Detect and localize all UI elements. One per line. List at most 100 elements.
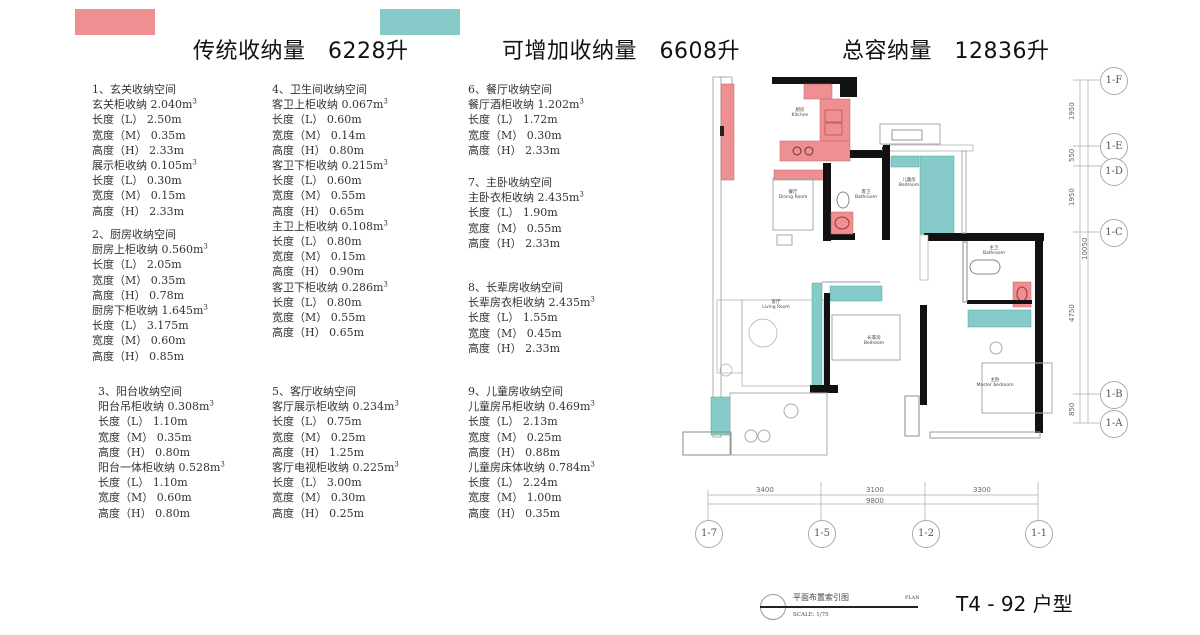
storage-item-name: 儿童房床体收纳 0.784m3 bbox=[468, 460, 595, 475]
dimension-L: 长度（L） 0.80m bbox=[272, 235, 362, 249]
dimension-M: 宽度（M） 0.15m bbox=[272, 250, 366, 264]
axis-1B: 1-B bbox=[1100, 381, 1128, 409]
index-title: 平面布置索引图 bbox=[793, 593, 849, 602]
dimension-H: 高度（H） 0.88m bbox=[468, 445, 561, 459]
living-display-cabinet bbox=[811, 282, 823, 387]
dimension-H: 高度（H） 0.80m bbox=[272, 143, 365, 157]
dimension-H: 高度（H） 2.33m bbox=[468, 143, 561, 157]
storage-item-name: 阳台一体柜收纳 0.528m3 bbox=[98, 460, 225, 475]
dimension-M: 宽度（M） 0.60m bbox=[98, 491, 192, 505]
kids-room-bed-storage bbox=[919, 155, 955, 235]
dining-label: 餐厅 Dining Room bbox=[778, 190, 808, 200]
elder-room-wardrobe bbox=[829, 285, 883, 302]
dim-1950-top: 1950 bbox=[1068, 102, 1076, 120]
dimension-L: 长度（L） 2.24m bbox=[468, 476, 558, 490]
guest-bath-vanity bbox=[830, 211, 854, 235]
footer-divider bbox=[760, 606, 918, 608]
scale-label: SCALE: 1/75 bbox=[793, 612, 829, 618]
storage-item-name: 客厅电视柜收纳 0.225m3 bbox=[272, 460, 399, 475]
dimension-M: 宽度（M） 0.55m bbox=[272, 189, 366, 203]
dimension-L: 长度（L） 0.60m bbox=[272, 113, 362, 127]
dim-550: 550 bbox=[1068, 148, 1076, 162]
dimension-H: 高度（H） 0.80m bbox=[98, 445, 191, 459]
dimension-L: 长度（L） 0.80m bbox=[272, 295, 362, 309]
dimension-L: 长度（L） 2.50m bbox=[92, 113, 182, 127]
balcony-cabinet bbox=[710, 396, 731, 436]
dimension-H: 高度（H） 2.33m bbox=[468, 341, 561, 355]
dim-3300: 3300 bbox=[973, 486, 991, 494]
storage-legend: 传统收纳量 6228升 可增加收纳量 6608升 总容纳量 12836升 bbox=[0, 0, 1200, 64]
master-bath-label: 主卫 Bathroom bbox=[982, 246, 1006, 256]
dimension-L: 长度（L） 3.175m bbox=[92, 319, 189, 333]
floor-plan: 厨房 Kitchen 餐厅 Dining Room 客卫 Bathroom 儿童… bbox=[680, 60, 1200, 560]
section-title: 7、主卧收纳空间 bbox=[468, 176, 552, 189]
dimension-H: 高度（H） 0.65m bbox=[272, 204, 365, 218]
dimension-H: 高度（H） 0.78m bbox=[92, 288, 185, 302]
dimension-M: 宽度（M） 0.60m bbox=[92, 334, 186, 348]
dimension-M: 宽度（M） 0.55m bbox=[468, 221, 562, 235]
axis-1D: 1-D bbox=[1100, 158, 1128, 186]
dimension-L: 长度（L） 2.05m bbox=[92, 258, 182, 272]
elder-room-label: 长辈房 Bedroom bbox=[863, 336, 885, 346]
guest-bath-label: 客卫 Bathroom bbox=[854, 190, 878, 200]
master-bed-label: 主卧 Master bedroom bbox=[976, 378, 1014, 388]
storage-item-name: 阳台吊柜收纳 0.308m3 bbox=[98, 399, 214, 414]
storage-item-name: 长辈房衣柜收纳 2.435m3 bbox=[468, 295, 595, 310]
dimension-L: 长度（L） 0.75m bbox=[272, 415, 362, 429]
living-label: 客厅 Living Room bbox=[762, 300, 790, 310]
master-wardrobe bbox=[967, 309, 1032, 328]
section-title: 1、玄关收纳空间 bbox=[92, 83, 176, 96]
unit-type-title: T4 - 92 户型 bbox=[956, 592, 1073, 616]
dimension-M: 宽度（M） 1.00m bbox=[468, 491, 562, 505]
storage-item-name: 展示柜收纳 0.105m3 bbox=[92, 158, 197, 173]
dimension-L: 长度（L） 1.90m bbox=[468, 206, 558, 220]
dimension-H: 高度（H） 0.90m bbox=[272, 265, 365, 279]
dimension-M: 宽度（M） 0.25m bbox=[272, 430, 366, 444]
storage-item-name: 客卫下柜收纳 0.215m3 bbox=[272, 158, 388, 173]
kids-room-label: 儿童房 Bedroom bbox=[898, 178, 920, 188]
dimension-M: 宽度（M） 0.15m bbox=[92, 189, 186, 203]
section-title: 5、客厅收纳空间 bbox=[272, 385, 356, 398]
dimension-H: 高度（H） 0.65m bbox=[272, 326, 365, 340]
dimension-H: 高度（H） 2.33m bbox=[468, 236, 561, 250]
dimension-H: 高度（H） 2.33m bbox=[92, 204, 185, 218]
dimension-M: 宽度（M） 0.14m bbox=[272, 128, 366, 142]
dimension-H: 高度（H） 0.80m bbox=[98, 506, 191, 520]
floor-plan-drawing bbox=[682, 76, 1110, 530]
dim-3100: 3100 bbox=[866, 486, 884, 494]
dimension-L: 长度（L） 1.10m bbox=[98, 476, 188, 490]
dimension-M: 宽度（M） 0.45m bbox=[468, 326, 562, 340]
additional-storage-swatch bbox=[380, 9, 460, 35]
dim-1950-mid: 1950 bbox=[1068, 188, 1076, 206]
dimension-H: 高度（H） 0.35m bbox=[468, 506, 561, 520]
section-title: 8、长辈房收纳空间 bbox=[468, 281, 563, 294]
axis-1F: 1-F bbox=[1100, 67, 1128, 95]
dimension-H: 高度（H） 0.25m bbox=[272, 506, 365, 520]
dimension-L: 长度（L） 3.00m bbox=[272, 476, 362, 490]
axis-1-7: 1-7 bbox=[695, 520, 723, 548]
dimension-M: 宽度（M） 0.25m bbox=[468, 430, 562, 444]
dimension-L: 长度（L） 1.55m bbox=[468, 311, 558, 325]
dimension-H: 高度（H） 1.25m bbox=[272, 445, 365, 459]
axis-1-5: 1-5 bbox=[808, 520, 836, 548]
dimension-M: 宽度（M） 0.30m bbox=[468, 128, 562, 142]
dimension-M: 宽度（M） 0.35m bbox=[92, 128, 186, 142]
storage-item-name: 客卫下柜收纳 0.286m3 bbox=[272, 279, 388, 294]
storage-item-name: 客卫上柜收纳 0.067m3 bbox=[272, 97, 388, 112]
kids-room-top-cabinet bbox=[890, 155, 920, 168]
dimension-L: 长度（L） 0.30m bbox=[92, 174, 182, 188]
axis-1A: 1-A bbox=[1100, 410, 1128, 438]
dimension-M: 宽度（M） 0.55m bbox=[272, 311, 366, 325]
storage-item-name: 儿童房吊柜收纳 0.469m3 bbox=[468, 399, 595, 414]
dimension-L: 长度（L） 1.10m bbox=[98, 415, 188, 429]
storage-item-name: 玄关柜收纳 2.040m3 bbox=[92, 97, 197, 112]
axis-1-1: 1-1 bbox=[1025, 520, 1053, 548]
